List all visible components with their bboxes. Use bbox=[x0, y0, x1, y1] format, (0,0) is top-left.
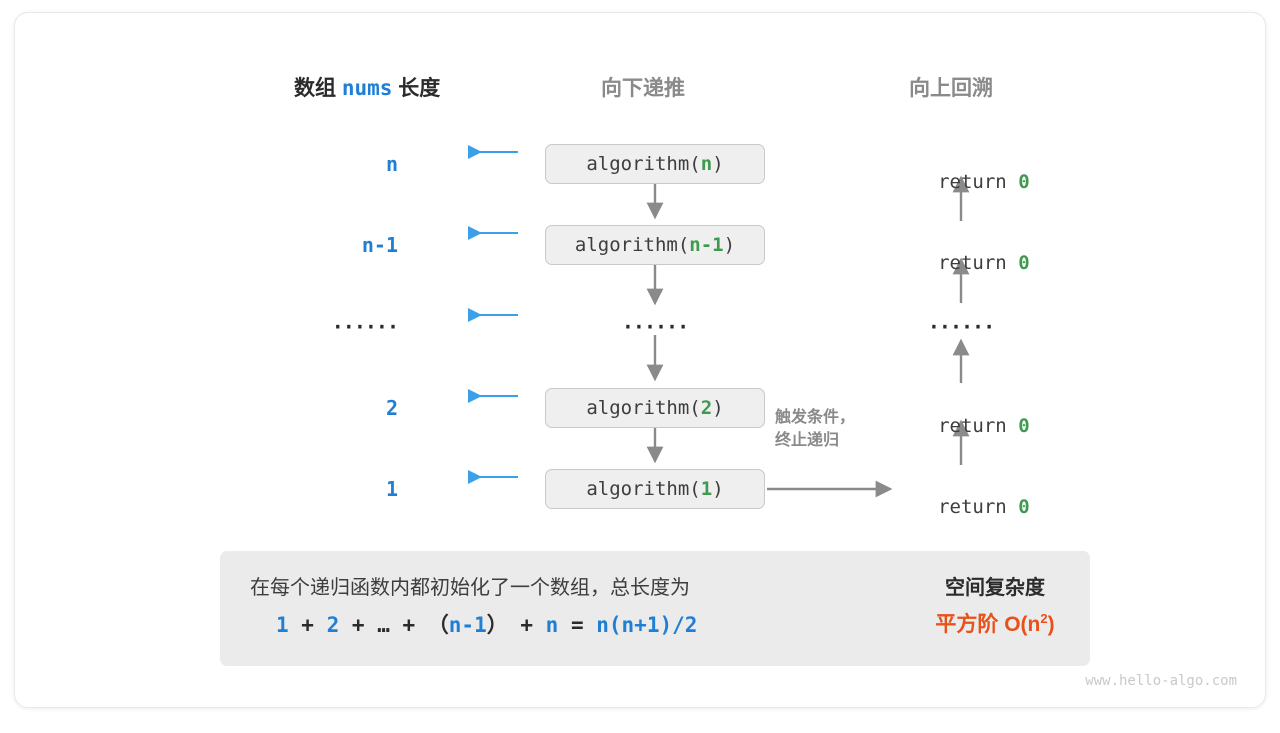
header-nums-token: nums bbox=[341, 76, 393, 100]
result-prefix: 平方阶 bbox=[935, 613, 1005, 636]
call-prefix: algorithm( bbox=[586, 478, 701, 500]
call-box-row-1: algorithm(n-1) bbox=[545, 225, 765, 265]
formula-token-4: … bbox=[377, 613, 390, 637]
return-value: 0 bbox=[1018, 496, 1030, 518]
formula-token-9: + bbox=[507, 613, 546, 637]
formula-token-0: 1 bbox=[276, 613, 289, 637]
formula-token-11: = bbox=[558, 613, 597, 637]
formula-token-3: + bbox=[339, 613, 378, 637]
return-label-row-4: return 0 bbox=[851, 479, 1071, 536]
length-label-row-3: 2 bbox=[385, 396, 398, 420]
summary-panel: 在每个递归函数内都初始化了一个数组，总长度为 1 + 2 + … + （n-1）… bbox=[220, 551, 1090, 666]
formula-token-8: ） bbox=[486, 613, 508, 637]
summary-description: 在每个递归函数内都初始化了一个数组，总长度为 bbox=[250, 577, 690, 599]
formula-token-5: + bbox=[389, 613, 428, 637]
formula-token-1: + bbox=[288, 613, 327, 637]
call-prefix: algorithm( bbox=[574, 234, 690, 256]
formula-token-10: n bbox=[545, 613, 559, 637]
return-keyword: return bbox=[938, 496, 1019, 518]
length-label-row-4: 1 bbox=[385, 477, 398, 501]
call-suffix: ) bbox=[723, 234, 736, 256]
return-value: 0 bbox=[1018, 252, 1030, 274]
header-left-suffix: 长度 bbox=[392, 77, 441, 100]
formula-token-7: n-1 bbox=[448, 613, 487, 637]
length-label-row-2-ellipsis: ······ bbox=[331, 315, 399, 339]
summary-title: 空间复杂度 bbox=[945, 577, 1045, 599]
summary-complexity-result: 平方阶 O(n2) bbox=[900, 608, 1090, 638]
return-label-row-1: return 0 bbox=[851, 235, 1071, 292]
middle-column-ellipsis: ······ bbox=[621, 315, 689, 339]
summary-formula: 1 + 2 + … + （n-1） + n = n(n+1)/2 bbox=[276, 609, 697, 639]
call-prefix: algorithm( bbox=[586, 153, 701, 175]
return-keyword: return bbox=[938, 252, 1019, 274]
diagram-canvas: 数组 nums 长度 向下递推 向上回溯 n algorithm(n) retu… bbox=[14, 12, 1266, 708]
return-label-row-3: return 0 bbox=[851, 398, 1071, 455]
call-argument: 2 bbox=[700, 397, 713, 419]
formula-token-12: n(n+1)/2 bbox=[596, 613, 698, 637]
base-case-annotation: 触发条件， 终止递归 bbox=[775, 406, 855, 452]
return-value: 0 bbox=[1018, 415, 1030, 437]
return-keyword: return bbox=[938, 171, 1019, 193]
call-suffix: ) bbox=[712, 153, 724, 175]
call-prefix: algorithm( bbox=[586, 397, 701, 419]
call-box-row-3: algorithm(2) bbox=[545, 388, 765, 428]
return-value: 0 bbox=[1018, 171, 1030, 193]
header-backtrack-up: 向上回溯 bbox=[909, 77, 993, 100]
return-keyword: return bbox=[938, 415, 1019, 437]
call-box-row-4: algorithm(1) bbox=[545, 469, 765, 509]
call-argument: n-1 bbox=[689, 234, 724, 256]
result-exponent: 2 bbox=[1040, 611, 1048, 626]
header-left-prefix: 数组 bbox=[294, 77, 342, 100]
return-column-ellipsis: ······ bbox=[927, 315, 995, 339]
call-box-row-0: algorithm(n) bbox=[545, 144, 765, 184]
call-argument: n bbox=[700, 153, 713, 175]
length-link-arrows bbox=[468, 145, 518, 484]
length-label-row-0: n bbox=[385, 152, 398, 176]
watermark-url: www.hello-algo.com bbox=[1085, 673, 1237, 689]
call-suffix: ) bbox=[712, 397, 724, 419]
annotation-line-1: 触发条件， bbox=[775, 409, 856, 426]
header-recurse-down: 向下递推 bbox=[601, 77, 685, 100]
return-label-row-0: return 0 bbox=[851, 154, 1071, 211]
formula-token-2: 2 bbox=[326, 613, 340, 637]
result-notation: O(n bbox=[1004, 613, 1041, 636]
formula-token-6: （ bbox=[427, 613, 449, 637]
annotation-line-2: 终止递归 bbox=[775, 432, 840, 450]
result-suffix: ) bbox=[1047, 613, 1055, 636]
header-array-length: 数组 nums 长度 bbox=[294, 72, 440, 102]
length-label-row-1: n-1 bbox=[361, 233, 398, 257]
call-suffix: ) bbox=[712, 478, 724, 500]
call-argument: 1 bbox=[700, 478, 713, 500]
